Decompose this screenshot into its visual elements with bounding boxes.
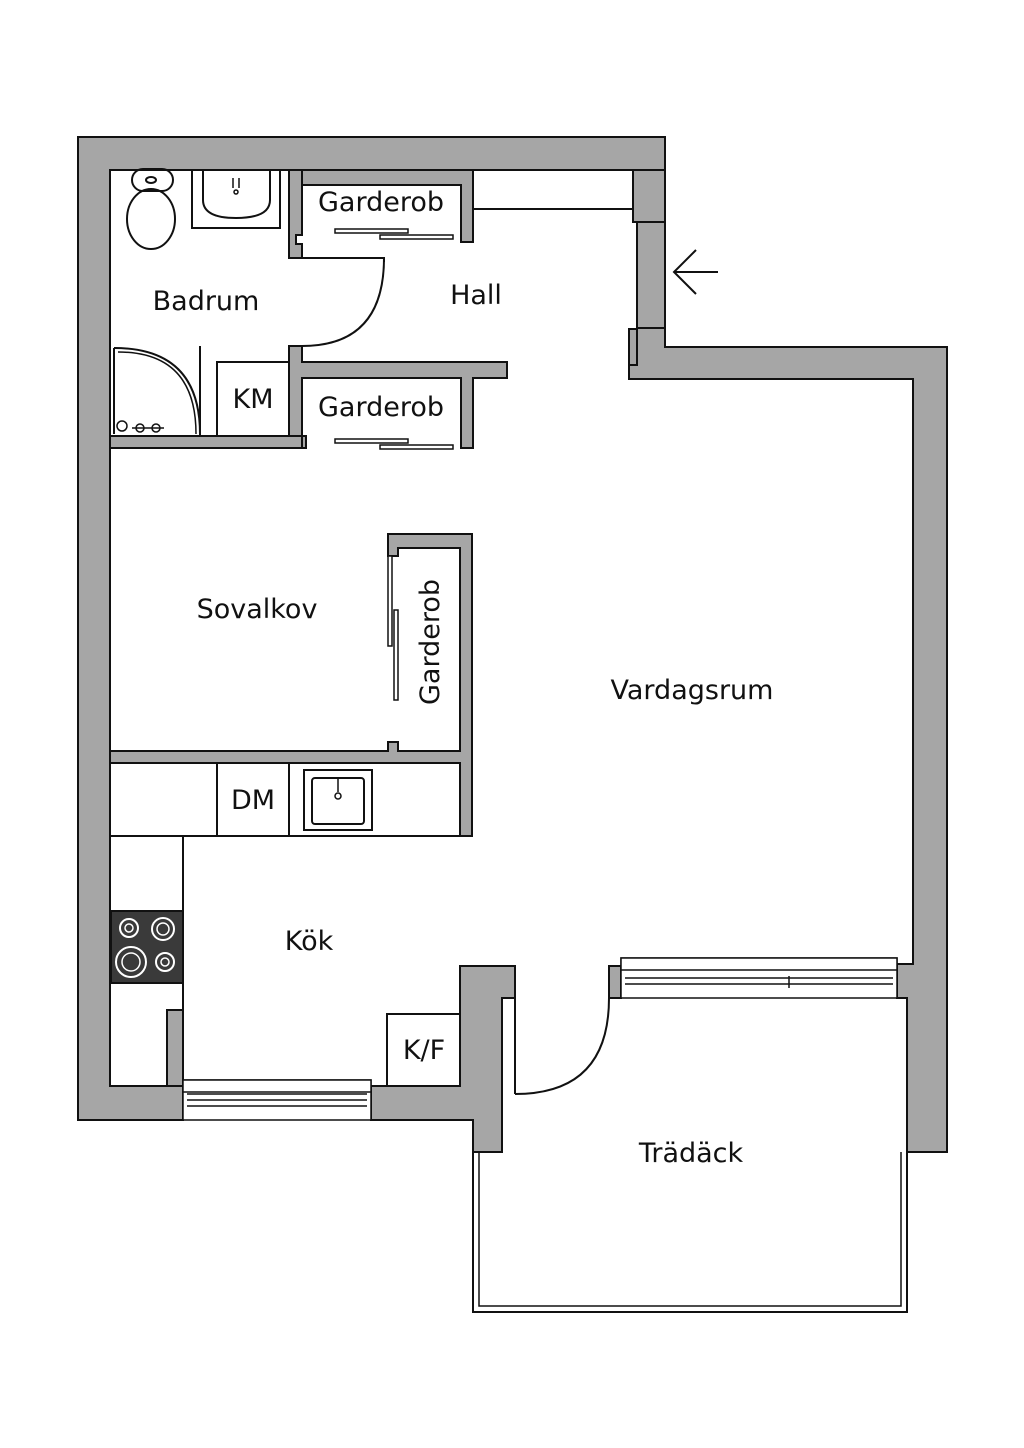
toilet-icon <box>126 168 176 250</box>
wardrobe-top-sliding-doors <box>334 228 454 240</box>
entrance-wall-lower <box>628 327 948 1153</box>
living-room-window <box>620 957 898 999</box>
km-box <box>216 361 290 437</box>
washbasin-icon <box>191 169 281 229</box>
dm-label: DM <box>231 785 275 816</box>
kitchen-sink-icon <box>303 769 373 831</box>
kf-label: K/F <box>403 1035 445 1066</box>
bottom-wall <box>370 965 516 1153</box>
km-label: KM <box>232 384 273 415</box>
kok-label: Kök <box>285 926 334 957</box>
garderob-side-label: Garderob <box>415 579 446 705</box>
wardrobe-mid-bottom <box>301 435 307 449</box>
walls <box>77 136 948 1153</box>
bathroom-door <box>301 257 385 347</box>
bedroom-wardrobe-wall <box>109 533 473 837</box>
hall-label: Hall <box>450 280 502 311</box>
sovalkov-label: Sovalkov <box>197 594 318 625</box>
deck-door-wall <box>608 965 622 999</box>
shower-icon <box>113 346 201 436</box>
wardrobe-mid-sliding-doors <box>334 438 454 450</box>
stove-icon <box>110 910 184 984</box>
garderob-top-label: Garderob <box>318 187 444 218</box>
garderob-mid-label: Garderob <box>318 392 444 423</box>
bedroom-wardrobe-sliding-doors <box>387 555 399 701</box>
kf-box <box>386 1013 461 1087</box>
entrance-wall-upper <box>632 169 666 223</box>
deck-door <box>514 997 610 1095</box>
vardagsrum-label: Vardagsrum <box>611 675 774 706</box>
badrum-label: Badrum <box>153 286 260 317</box>
wardrobe-top-back-wall <box>301 169 474 243</box>
kitchen-window <box>182 1079 372 1121</box>
tradack-label: Trädäck <box>638 1138 744 1169</box>
bathroom-bottom-wall <box>109 435 307 449</box>
arrow-left-icon <box>672 249 718 295</box>
bathroom-hall-partition <box>288 169 303 259</box>
deck-outline <box>472 1152 908 1313</box>
